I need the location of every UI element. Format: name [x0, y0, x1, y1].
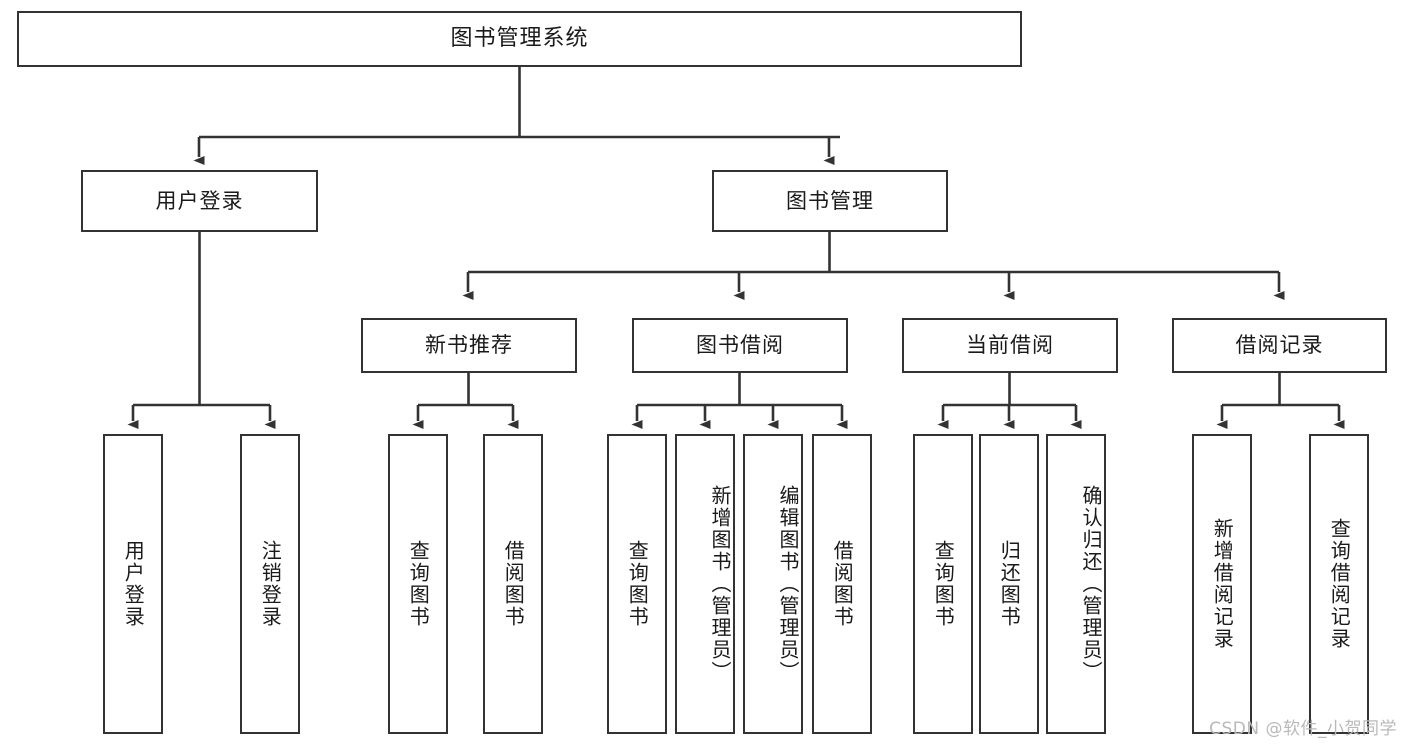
node-label: 图书管理	[786, 188, 874, 213]
leaf-label: 查询图书	[625, 540, 650, 628]
node-label: 图书管理系统	[450, 26, 589, 52]
leaf-label: 借阅图书	[830, 540, 855, 628]
leaf-label: 查询借阅记录	[1327, 518, 1352, 650]
watermark: CSDN @软件_小贺同学	[1209, 719, 1397, 739]
leaf-label: 归还图书	[997, 540, 1022, 628]
node-label: 用户登录	[155, 188, 244, 213]
leaf-current-borrow-confirm-return[interactable]: 确认归还（管理员）	[1046, 434, 1106, 734]
node-label: 借阅记录	[1235, 333, 1324, 358]
leaf-new-book-borrow[interactable]: 借阅图书	[483, 434, 543, 734]
leaf-label: 查询图书	[406, 540, 431, 628]
leaf-label: 用户登录	[121, 540, 146, 628]
leaf-current-borrow-query[interactable]: 查询图书	[913, 434, 973, 734]
leaf-user-login-logout[interactable]: 注销登录	[240, 434, 300, 734]
leaf-book-borrow-add[interactable]: 新增图书（管理员）	[675, 434, 735, 734]
node-root-book-management-system[interactable]: 图书管理系统	[17, 11, 1022, 67]
node-current-borrow[interactable]: 当前借阅	[902, 318, 1118, 373]
node-book-borrow[interactable]: 图书借阅	[632, 318, 848, 373]
leaf-user-login-login[interactable]: 用户登录	[103, 434, 163, 734]
node-borrow-record[interactable]: 借阅记录	[1172, 318, 1387, 373]
leaf-new-book-query[interactable]: 查询图书	[388, 434, 448, 734]
leaf-label: 新增借阅记录	[1210, 518, 1235, 650]
node-new-book-recommend[interactable]: 新书推荐	[361, 318, 577, 373]
leaf-current-borrow-return[interactable]: 归还图书	[979, 434, 1039, 734]
leaf-label: 查询图书	[931, 540, 956, 628]
leaf-label: 编辑图书（管理员）	[776, 485, 800, 683]
leaf-label: 确认归还（管理员）	[1079, 485, 1103, 683]
leaf-book-borrow-query[interactable]: 查询图书	[607, 434, 667, 734]
leaf-borrow-record-add[interactable]: 新增借阅记录	[1192, 434, 1252, 734]
node-user-login[interactable]: 用户登录	[81, 170, 318, 232]
node-label: 图书借阅	[696, 333, 784, 358]
leaf-borrow-record-query[interactable]: 查询借阅记录	[1309, 434, 1369, 734]
node-book-management[interactable]: 图书管理	[712, 170, 948, 232]
leaf-label: 借阅图书	[501, 540, 526, 628]
leaf-label: 新增图书（管理员）	[708, 485, 732, 683]
leaf-label: 注销登录	[258, 540, 283, 628]
node-label: 当前借阅	[966, 333, 1054, 358]
node-label: 新书推荐	[425, 333, 513, 358]
leaf-book-borrow-edit[interactable]: 编辑图书（管理员）	[743, 434, 803, 734]
leaf-book-borrow-borrow[interactable]: 借阅图书	[812, 434, 872, 734]
